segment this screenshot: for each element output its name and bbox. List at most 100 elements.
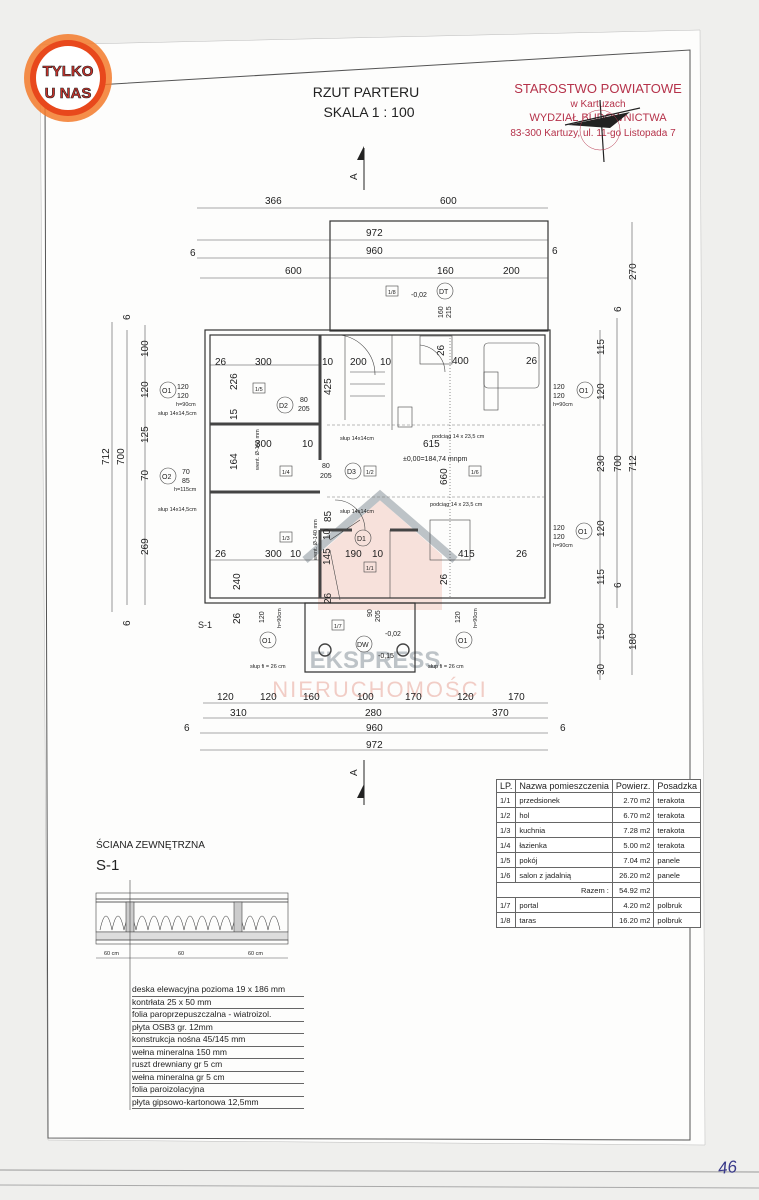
table-cell: 1/8: [495, 912, 517, 928]
svg-text:15: 15: [229, 408, 240, 420]
svg-text:712: 712: [101, 448, 112, 465]
svg-text:120: 120: [457, 692, 474, 703]
window-tag: O1: [162, 388, 171, 395]
table-cell: polbruk: [653, 912, 701, 928]
table-cell: taras: [515, 912, 613, 928]
layer: konstrukcja nośna 45/145 mm: [132, 1034, 304, 1047]
svg-text:ŚCIANA ZEWNĘTRZNA: ŚCIANA ZEWNĘTRZNA: [96, 838, 205, 851]
svg-text:6: 6: [560, 723, 566, 734]
table-cell: 1/1: [495, 792, 517, 808]
door-tag: D3: [347, 469, 356, 476]
table-cell: salon z jadalnią: [515, 867, 613, 883]
svg-text:170: 170: [405, 692, 422, 703]
table-cell: terakota: [653, 822, 701, 838]
svg-text:160: 160: [303, 692, 320, 703]
col-header: LP.: [495, 779, 517, 793]
svg-text:podciąg 14 x 23,5 cm: podciąg 14 x 23,5 cm: [430, 502, 483, 508]
svg-text:h=90cm: h=90cm: [553, 543, 573, 549]
wall-type-tag: S-1: [198, 620, 212, 630]
svg-text:went. Ø-140 mm: went. Ø-140 mm: [313, 519, 319, 561]
svg-text:310: 310: [230, 708, 247, 719]
svg-text:80: 80: [300, 397, 308, 404]
svg-text:120: 120: [177, 384, 189, 391]
svg-text:A: A: [349, 769, 360, 776]
room-tag-1-5: 1/5: [255, 387, 263, 393]
window-tag: O1: [458, 638, 467, 645]
svg-text:170: 170: [508, 692, 525, 703]
table-cell: 54.92 m2: [611, 882, 655, 898]
room-tags: 1/1 1/2 1/3 1/4 1/5 1/6 1/7 1/8: [252, 285, 482, 631]
room-tag-1-7: 1/7: [334, 624, 342, 630]
svg-text:słup fi = 26 cm: słup fi = 26 cm: [250, 664, 286, 670]
svg-text:10: 10: [290, 549, 302, 560]
svg-text:70: 70: [182, 469, 190, 476]
svg-text:230: 230: [596, 455, 607, 472]
room-area-table: LP. Nazwa pomieszczenia Powierz. Posadzk…: [495, 779, 701, 928]
building-walls: [204, 329, 551, 604]
svg-text:NIERUCHOMOŚCI: NIERUCHOMOŚCI: [272, 677, 487, 702]
svg-text:83-300 Kartuzy, ul. 11-go List: 83-300 Kartuzy, ul. 11-go Listopada 7: [510, 128, 676, 139]
svg-text:26: 26: [215, 549, 227, 560]
svg-text:215: 215: [446, 306, 453, 318]
svg-text:120: 120: [455, 611, 462, 623]
room-tag-1-8: 1/8: [388, 290, 396, 296]
drawing-frame: [44, 49, 691, 1141]
table-cell: panele: [653, 867, 701, 883]
svg-text:6: 6: [122, 314, 133, 320]
window-tag: O1: [578, 529, 587, 536]
svg-text:h=90cm: h=90cm: [277, 608, 283, 628]
window-tag: O1: [262, 638, 271, 645]
table-cell: 1/4: [495, 837, 517, 853]
layer: folia paroprzepuszczalna - wiatroizol.: [132, 1009, 304, 1022]
svg-text:700: 700: [613, 455, 624, 472]
svg-text:300: 300: [265, 549, 282, 560]
svg-text:60 cm: 60 cm: [248, 951, 263, 957]
svg-text:120: 120: [217, 692, 234, 703]
table-cell: 6.70 m2: [611, 807, 655, 823]
svg-text:120: 120: [553, 534, 565, 541]
svg-text:70: 70: [140, 469, 151, 481]
svg-text:400: 400: [452, 356, 469, 367]
svg-text:26: 26: [439, 573, 450, 585]
col-header: Nazwa pomieszczenia: [515, 779, 613, 793]
table-cell: 1/3: [495, 822, 517, 838]
dimensions-right: 270 6 115 120 230 120 115 6 150 180 30 7…: [596, 263, 639, 675]
svg-text:120: 120: [259, 611, 266, 623]
window-tag: O1: [579, 388, 588, 395]
svg-text:26: 26: [215, 357, 227, 368]
table-cell: 1/6: [495, 867, 517, 883]
svg-text:226: 226: [229, 373, 240, 390]
svg-text:6: 6: [552, 246, 558, 257]
svg-text:120: 120: [140, 381, 151, 398]
layer: wełna mineralna 150 mm: [132, 1047, 304, 1059]
svg-text:712: 712: [628, 455, 639, 472]
svg-text:200: 200: [350, 357, 367, 368]
svg-text:150: 150: [596, 623, 607, 640]
table-cell: panele: [653, 852, 701, 868]
wall-section-layers: deska elewacyjna pozioma 19 x 186 mm kon…: [132, 984, 304, 1109]
terrace-outline: [329, 220, 549, 332]
door-tag: DT: [439, 289, 449, 296]
svg-text:120: 120: [177, 393, 189, 400]
room-tag-1-6: 1/6: [471, 470, 479, 476]
room-tag-1-1: 1/1: [366, 566, 374, 572]
table-cell: terakota: [653, 837, 701, 853]
svg-text:słup 14x14,5cm: słup 14x14,5cm: [158, 507, 197, 513]
svg-text:±0,00=184,74 mnpm: ±0,00=184,74 mnpm: [403, 456, 468, 463]
svg-text:10: 10: [380, 357, 392, 368]
table-cell: polbruk: [653, 897, 701, 913]
svg-text:S-1: S-1: [96, 857, 119, 874]
svg-text:6: 6: [184, 723, 190, 734]
svg-text:700: 700: [116, 448, 127, 465]
table-cell: 1/2: [495, 807, 517, 823]
svg-text:85: 85: [323, 510, 334, 522]
table-cell: 5.00 m2: [611, 837, 655, 853]
svg-text:EKSPRESS: EKSPRESS: [310, 647, 441, 674]
layer: wełna mineralna gr 5 cm: [132, 1072, 304, 1084]
